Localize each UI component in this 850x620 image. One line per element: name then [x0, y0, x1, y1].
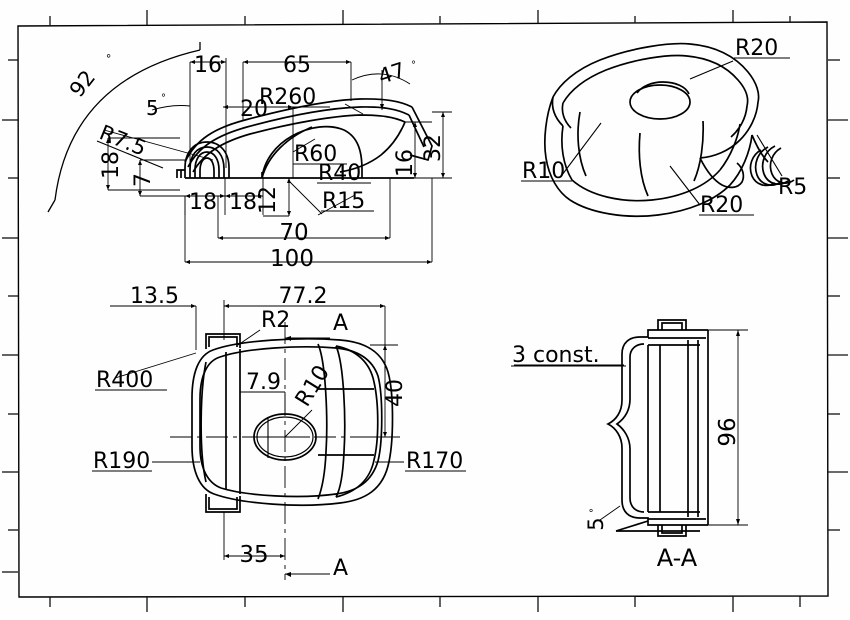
dim-47-deg: 47	[375, 58, 408, 89]
front-dimension-arrows	[106, 60, 445, 264]
plan-dimension-arrows	[191, 304, 387, 577]
iso-dim-r20-bottom: R20	[700, 193, 743, 218]
front-part-outline	[176, 98, 433, 179]
dim-47-deg-symbol: °	[411, 60, 416, 71]
dim-5-deg: 5	[146, 96, 159, 120]
plan-part-outline	[191, 333, 394, 513]
section-dimension-lines	[514, 329, 748, 526]
plan-dim-r170: R170	[406, 449, 463, 474]
plan-dim-r400: R400	[96, 368, 153, 393]
construction-arc-92	[47, 42, 201, 213]
section-dim-96: 96	[715, 417, 741, 446]
plan-section-label-a-bottom: A	[333, 556, 348, 581]
dim-16-top: 16	[194, 53, 222, 78]
dim-65: 65	[283, 53, 311, 78]
plan-dim-7-9: 7.9	[246, 370, 281, 395]
section-caption-a-a: A-A	[657, 544, 698, 572]
section-dim-5-deg: 5	[584, 517, 608, 530]
section-part-outline	[606, 319, 709, 537]
dim-18-b: 18	[229, 190, 257, 215]
dim-12-vertical: 12	[256, 186, 281, 214]
dim-r40: R40	[318, 161, 361, 186]
dim-18-a: 18	[189, 190, 217, 215]
plan-section-label-a-top: A	[333, 311, 348, 336]
plan-top-view: 13.5 77.2 R2 A R400 7.9 R10 40 R190 R170…	[92, 284, 466, 581]
iso-leader-lines	[561, 60, 783, 206]
dim-r7-5-underline	[96, 140, 164, 169]
dim-32-vertical: 32	[421, 134, 446, 162]
iso-part-outline	[543, 42, 795, 218]
frame-tick-marks	[2, 10, 848, 612]
iso-dim-r10: R10	[522, 159, 565, 184]
plan-hole-cross	[264, 418, 310, 458]
section-note-3-const: 3 const.	[512, 343, 600, 368]
dim-5-deg-symbol: °	[161, 93, 166, 104]
dim-18-vertical-left: 18	[99, 151, 124, 179]
dim-92-deg: 92	[65, 66, 100, 102]
dim-70: 70	[279, 220, 308, 246]
front-dimension-lines	[103, 58, 452, 263]
dim-r15: R15	[322, 189, 365, 214]
plan-dim-r2: R2	[261, 308, 290, 333]
dim-16-vertical-right: 16	[393, 149, 418, 177]
dim-r260: R260	[259, 85, 316, 110]
plan-dim-13-5: 13.5	[130, 284, 179, 309]
dim-7-vertical: 7	[131, 173, 156, 187]
plan-dim-r10: R10	[291, 361, 335, 411]
section-dimension-arrows	[736, 330, 740, 525]
plan-dim-77-2: 77.2	[279, 284, 328, 309]
plan-dim-40: 40	[383, 379, 408, 407]
iso-dim-r20-top: R20	[735, 36, 778, 61]
section-dim-5-deg-symbol: °	[589, 508, 600, 513]
plan-centre-lines	[170, 322, 400, 580]
dim-92-deg-symbol: °	[104, 52, 118, 64]
section-a-a-view: 3 const. 96 5 ° A-A	[511, 319, 748, 572]
dim-100: 100	[270, 246, 314, 272]
plan-dim-r190: R190	[93, 449, 150, 474]
front-elevation-view: 92 ° 5 ° R7.5 16 65 20 R260 47 ° 18 7 18…	[47, 42, 452, 272]
isometric-3d-view: R20 R10 R20 R5	[521, 36, 807, 218]
sheet-frame	[17, 21, 829, 598]
dim-20: 20	[240, 97, 268, 122]
iso-dim-r5: R5	[778, 175, 807, 200]
plan-dim-35: 35	[239, 542, 268, 568]
dim-r60: R60	[294, 142, 337, 167]
